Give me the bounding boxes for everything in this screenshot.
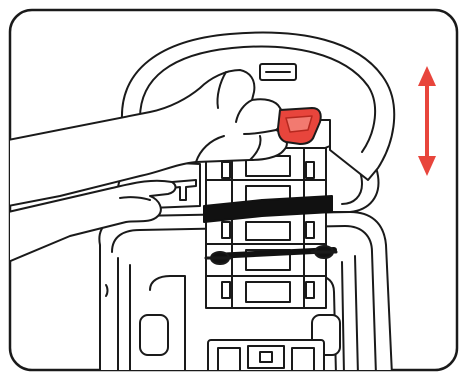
backrest-frame [206, 148, 326, 308]
